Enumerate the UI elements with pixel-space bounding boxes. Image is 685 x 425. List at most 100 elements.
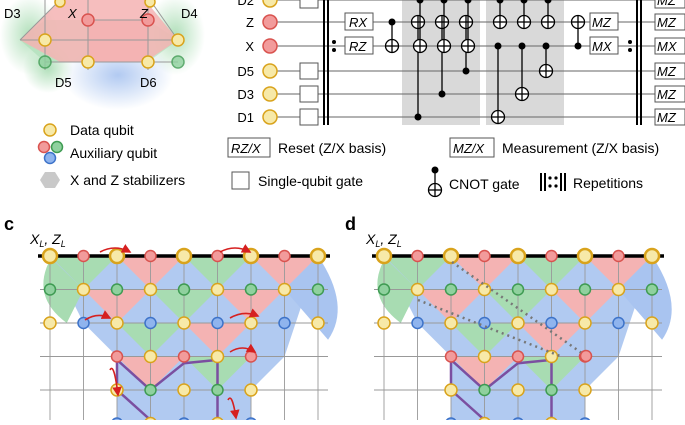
cnot-control-12 (544, 0, 552, 4)
panel-a-data-top-left (54, 0, 66, 8)
circuit-meas-mx (589, 36, 619, 55)
panel-c-swap-arrow-6 (227, 397, 240, 420)
circuit-meas-mz (589, 12, 619, 31)
circuit-row-label-4: D3 (237, 87, 254, 102)
legend-meas-label: Measurement (Z/X basis) (502, 140, 659, 156)
cnot-control-6 (464, 0, 472, 4)
cnot-control-3 (462, 67, 470, 75)
panel-c-lobe-right (284, 256, 338, 340)
legend-cnot-icon (427, 166, 443, 198)
circuit-row-label-0: D2 (237, 0, 254, 8)
cnot-control-7 (494, 42, 502, 50)
panel-d-top-qubit-7 (612, 249, 625, 263)
panel-d-dotted-line-2 (417, 298, 561, 358)
panel-d-qubit-17 (645, 316, 659, 330)
panel-c-qubit-21 (210, 349, 225, 364)
panel-d-qubit-11 (444, 316, 458, 330)
circuit-reset-rz-label: RZ (349, 39, 367, 54)
panel-d-qubit-18 (444, 350, 458, 363)
legend-aux-qubit-label: Auxiliary qubit (70, 145, 157, 161)
panel-d-lattice (372, 247, 672, 425)
panel-a-data-d3 (38, 33, 52, 47)
circuit-row-label-5: D1 (237, 110, 254, 125)
svg-text:XL, ZL: XL, ZL (365, 231, 402, 249)
panel-c-qubit-16 (278, 316, 291, 330)
panel-d-top-qubit-4 (509, 247, 527, 265)
circuit-meas-mx-label: MX (592, 39, 613, 54)
panel-a-label-z: Z (139, 6, 149, 21)
cnot-control-2 (438, 90, 446, 98)
panel-d-qubit-20 (511, 350, 525, 363)
panel-c-qubit-27 (244, 383, 258, 397)
panel-d-qubit-16 (612, 316, 625, 330)
panel-d-top-qubit-8 (643, 247, 661, 265)
panel-c-qubit-12 (144, 316, 157, 330)
circuit-meas-mz-label: MZ (592, 15, 612, 30)
legend-reset-label: Reset (Z/X basis) (278, 140, 386, 156)
circuit-out-label-4: MZ (657, 87, 677, 102)
panel-c-qubit-6 (244, 283, 258, 296)
panel-d-lobe-right (618, 256, 672, 340)
legend-stabilizer-label: X and Z stabilizers (70, 172, 185, 188)
legend-data-qubit-icon (43, 123, 57, 137)
panel-d-qubit-12 (478, 316, 491, 330)
panel-c-qubit-3 (143, 282, 158, 297)
panel-c-qubit-20 (177, 350, 191, 363)
panel-d-qubit-3 (477, 282, 492, 297)
panel-d-top-qubit-1 (411, 249, 424, 263)
panel-c-qubit-8 (311, 283, 325, 296)
circuit-out-box-5 (654, 108, 685, 126)
circuit-qubit-2 (262, 38, 278, 54)
panel-a-label-x: X (67, 6, 78, 21)
panel-d-qubit-0 (377, 283, 391, 296)
panel-c-lobe-left (43, 258, 84, 323)
panel-d-qubit-19 (477, 349, 492, 364)
panel-c-qubit-18 (110, 350, 124, 363)
panel-d-qubit-23 (444, 383, 458, 397)
panel-d-qubit-2 (444, 283, 458, 296)
circuit-reset-rx (344, 12, 374, 31)
panel-d-qubit-5 (544, 282, 559, 297)
panel-d-letter: d (345, 214, 356, 234)
panel-a-data-d6 (141, 55, 155, 69)
circuit-qubit-5 (262, 109, 278, 125)
legend-stabilizer-icon (40, 172, 60, 188)
circuit-out-label-1: MZ (657, 15, 677, 30)
panel-c-purple-boundary (116, 358, 219, 420)
panel-c-top-qubit-3 (144, 249, 157, 263)
panel-c-qubit-22 (244, 350, 258, 363)
panel-c-swap-arrow-2 (84, 310, 112, 321)
circuit-out-box-0 (654, 0, 685, 9)
cnot-control-8 (518, 42, 526, 50)
panel-c-top-qubit-8 (309, 247, 327, 265)
panel-d-extra-red-qubit (579, 349, 593, 363)
panel-c-qubit-17 (311, 316, 325, 330)
panel-c-qubit-5 (210, 282, 225, 297)
panel-c-letter: c (4, 214, 14, 234)
circuit-reset-rz (344, 36, 374, 55)
cnot-control-10 (496, 0, 504, 4)
circuit-row-label-3: D5 (237, 64, 254, 79)
panel-c-swap-arrow-1 (219, 244, 252, 253)
panel-d-top-qubit-3 (478, 249, 491, 263)
panel-a-label-d5: D5 (55, 75, 72, 90)
panel-a-aux-green-right (171, 55, 185, 69)
legend-data-qubit-label: Data qubit (70, 122, 134, 138)
panel-d-qubit-9 (377, 316, 391, 330)
panel-d-qubit-4 (511, 283, 525, 296)
panel-a-data-d4 (171, 33, 185, 47)
circuit-out-label-0: MZ (657, 0, 677, 8)
panel-c-top-qubit-7 (278, 249, 291, 263)
circuit-out-label-5: MZ (657, 110, 677, 125)
panel-d-qubit-14 (545, 316, 558, 330)
panel-a-lattice (0, 0, 205, 110)
panel-c-swap-arrow-4 (229, 343, 257, 353)
panel-c-qubit-0 (43, 283, 57, 296)
panel-a-aux-qubit-x (81, 13, 95, 27)
circuit-gate-d2 (299, 0, 319, 9)
circuit-cnot-gates (410, 0, 556, 125)
panel-d-qubit-26 (545, 383, 558, 397)
panel-c-qubit-13 (177, 316, 191, 330)
